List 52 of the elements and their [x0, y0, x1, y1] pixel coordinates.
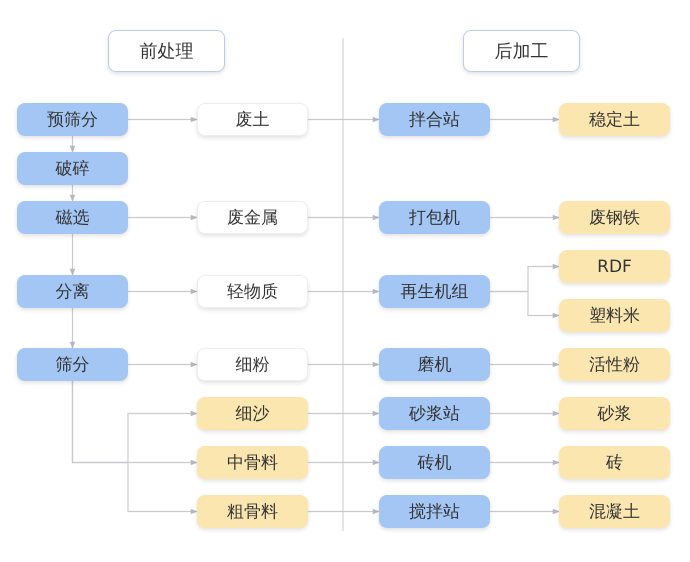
arrow	[490, 508, 560, 514]
product-box: RDF	[559, 250, 670, 283]
arrow	[490, 116, 560, 122]
arrow	[72, 381, 198, 514]
product-box: 砂浆	[559, 397, 670, 430]
arrow	[308, 460, 380, 466]
arrow	[308, 214, 380, 220]
process-box: 砂浆站	[379, 397, 490, 430]
section-header: 后加工	[463, 30, 580, 72]
arrow	[308, 362, 380, 368]
output-box: 轻物质	[197, 275, 308, 308]
arrow	[308, 410, 380, 416]
arrow	[308, 116, 380, 122]
process-box: 预筛分	[17, 103, 128, 136]
arrow	[308, 508, 380, 514]
process-box: 分离	[17, 275, 128, 308]
process-box: 再生机组	[379, 275, 490, 308]
arrow	[128, 214, 198, 220]
output-box: 废金属	[197, 201, 308, 234]
arrow	[490, 410, 560, 416]
process-box: 筛分	[17, 348, 128, 381]
product-box: 砖	[559, 446, 670, 479]
arrow	[70, 136, 76, 153]
process-box: 搅拌站	[379, 495, 490, 528]
product-box: 塑料米	[559, 299, 670, 332]
arrow	[490, 362, 560, 368]
process-box: 拌合站	[379, 103, 490, 136]
product-box: 粗骨料	[197, 495, 308, 528]
output-box: 废土	[197, 103, 308, 136]
product-box: 废钢铁	[559, 201, 670, 234]
product-box: 活性粉	[559, 348, 670, 381]
process-box: 磁选	[17, 201, 128, 234]
product-box: 混凝土	[559, 495, 670, 528]
arrow	[70, 185, 76, 202]
output-box: 细粉	[197, 348, 308, 381]
arrow	[128, 288, 198, 294]
arrow	[490, 214, 560, 220]
process-box: 砖机	[379, 446, 490, 479]
section-header: 前处理	[108, 30, 225, 72]
arrow	[70, 308, 76, 349]
process-box: 破碎	[17, 152, 128, 185]
arrow	[128, 362, 198, 368]
product-box: 细沙	[197, 397, 308, 430]
arrow	[490, 290, 560, 318]
process-box: 打包机	[379, 201, 490, 234]
arrow	[308, 288, 380, 294]
arrow	[490, 460, 560, 466]
arrow	[70, 234, 76, 276]
product-box: 中骨料	[197, 446, 308, 479]
product-box: 稳定土	[559, 103, 670, 136]
process-box: 磨机	[379, 348, 490, 381]
arrow	[128, 116, 198, 122]
